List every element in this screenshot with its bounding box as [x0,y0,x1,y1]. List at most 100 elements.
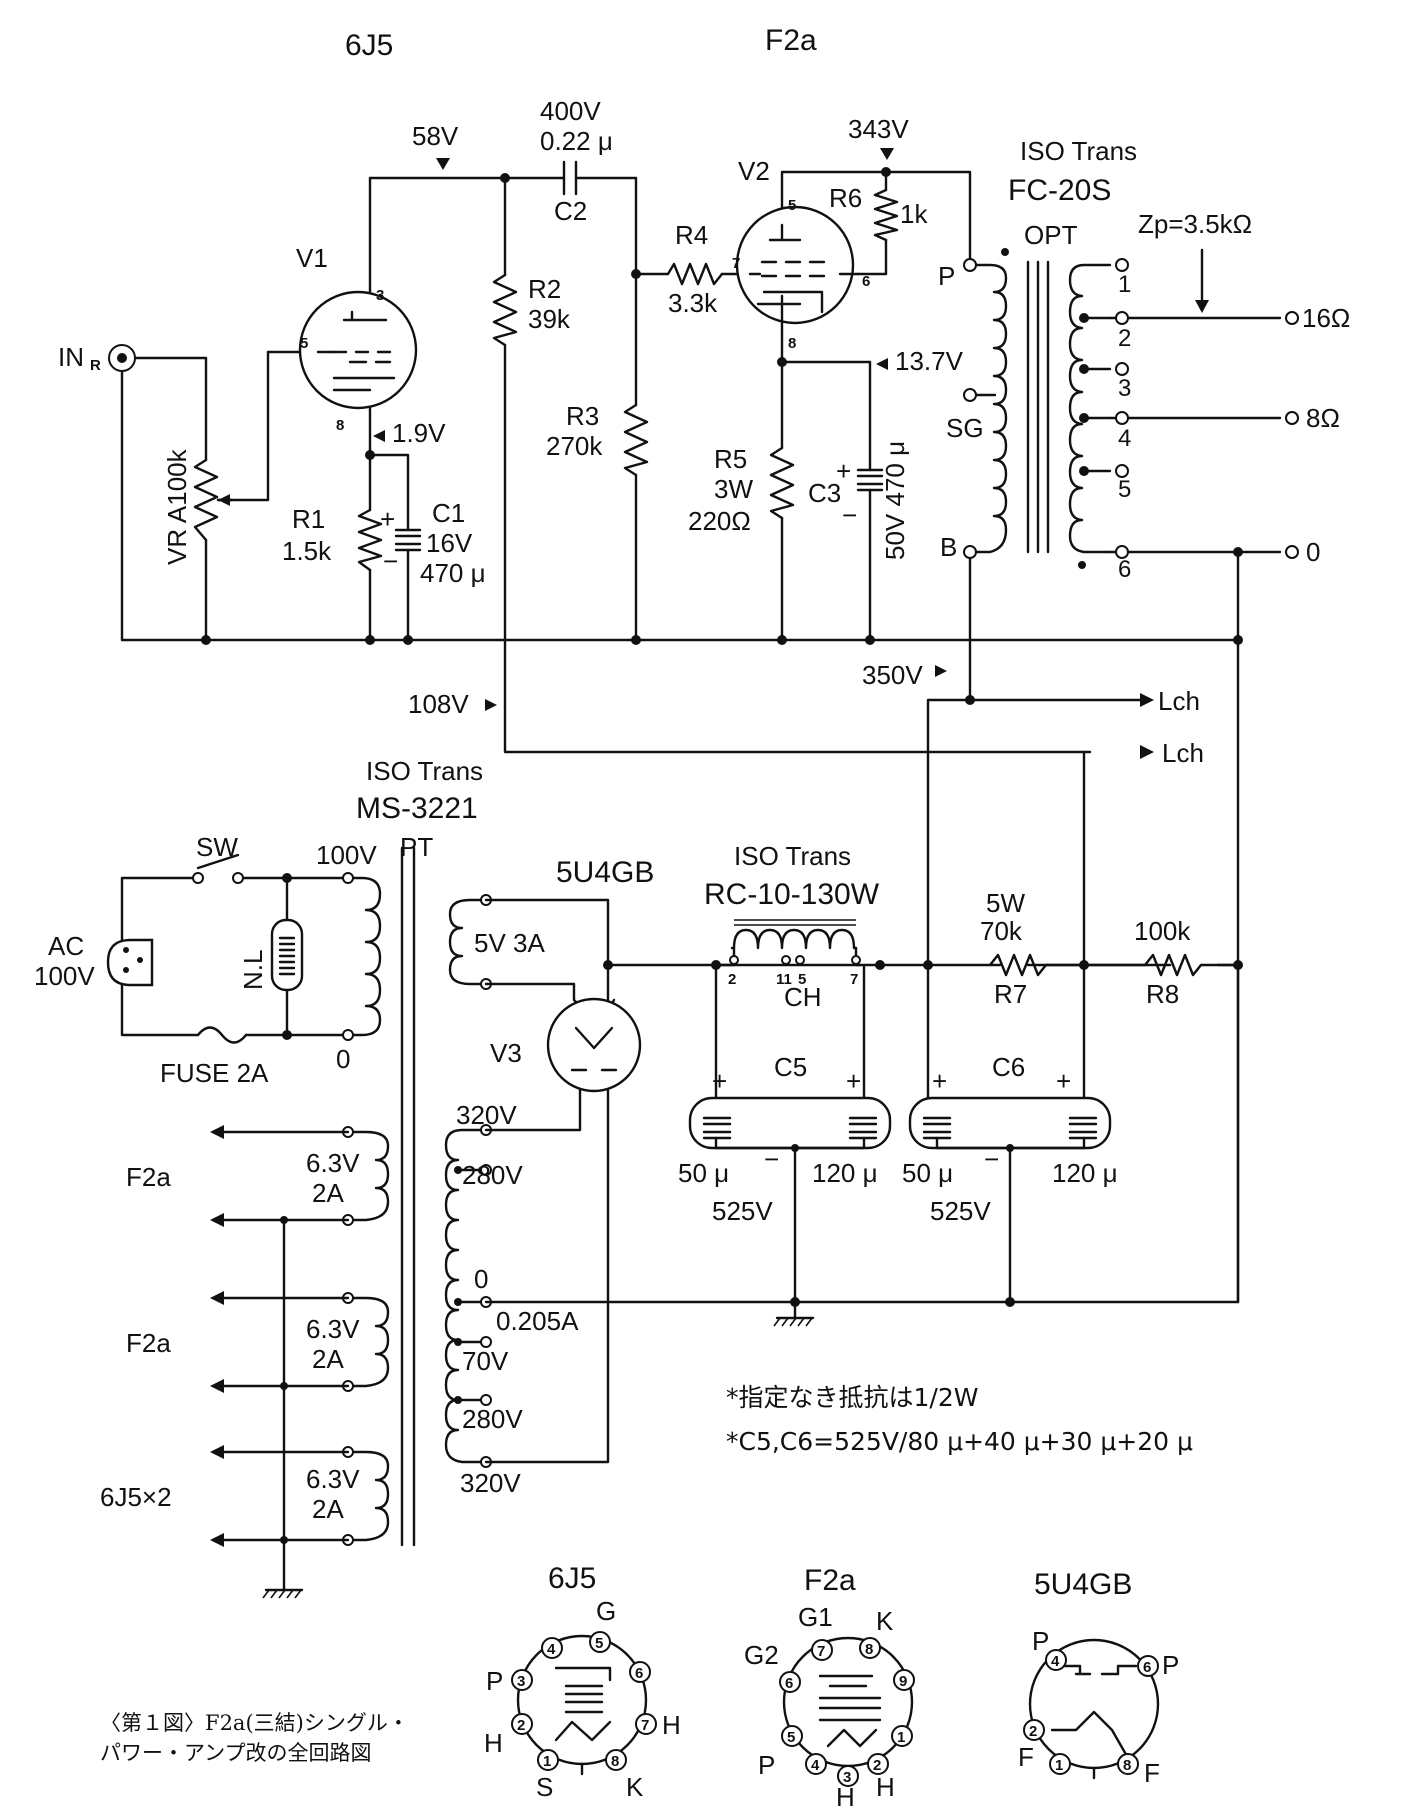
svg-text:5: 5 [788,197,796,214]
svg-text:5: 5 [300,335,308,352]
pin-f2a-label-h-right: H [876,1772,895,1802]
pin-6j5-5: 5 [595,1635,603,1652]
svg-text:6: 6 [862,273,870,290]
sw-label: SW [196,832,238,862]
caption-line-1: 〈第１図〉F2a(三結)シングル・ [100,1711,409,1735]
v2-tube [735,205,860,332]
pt-label: PT [400,832,433,862]
choke-label: CH [784,982,822,1012]
pt-maker: ISO Trans [366,756,483,786]
pt-primary-100: 100V [316,840,377,870]
svg-text:−: − [764,1144,779,1174]
pinout-6j5 [516,1634,648,1776]
choke-model: RC-10-130W [704,878,880,911]
svg-text:+: + [712,1066,727,1096]
pin-f2a-label-h-left: H [836,1782,855,1810]
heater-1-load: F2a [126,1162,171,1192]
c2-value: 0.22 μ [540,126,613,156]
heater-2-current: 2A [312,1344,344,1374]
v2-label: V2 [738,156,770,186]
heater-2-voltage: 6.3V [306,1314,360,1344]
pin-5u4gb-label-f-left: F [1018,1742,1034,1772]
pt-model: MS-3221 [356,792,478,825]
lch-output-1: Lch [1158,686,1200,716]
hv-70: 70V [462,1346,509,1376]
pt-primary-0: 0 [336,1044,350,1074]
r2-value: 39k [528,304,571,334]
hv-current: 0.205A [496,1306,579,1336]
pin-5u4gb-4: 4 [1051,1653,1060,1670]
r8-label: R8 [1146,979,1179,1009]
c2-label: C2 [554,196,587,226]
r5-label: R5 [714,444,747,474]
neon-lamp-label: N.L [238,950,268,990]
r7-value: 70k [980,916,1023,946]
svg-text:−: − [984,1144,999,1174]
svg-text:−: − [842,500,857,530]
pin-6j5-4: 4 [547,1641,556,1658]
caption-line-2: パワー・アンプ改の全回路図 [100,1741,372,1765]
opt-tap-2: 2 [1118,325,1131,352]
pin-f2a-4: 4 [811,1757,820,1774]
r6-label: R6 [829,183,862,213]
pin-6j5-label-h-right: H [662,1710,681,1740]
output-transformer [963,248,1299,569]
c6-voltage: 525V [930,1196,991,1226]
pinout-f2a-pins [779,1637,915,1787]
pin-f2a-8: 8 [865,1641,873,1658]
choke-pin-2: 2 [728,971,736,988]
svg-text:+: + [932,1066,947,1096]
c5-low: 50 μ [678,1158,729,1188]
r7-watt: 5W [986,888,1025,918]
amp-junctions [201,167,1243,705]
pin-f2a-6: 6 [785,1675,793,1692]
pin-6j5-label-g: G [596,1596,616,1626]
c1-voltage: 16V [426,528,473,558]
v2-cathode-voltage: 13.7V [895,346,964,376]
pin-5u4gb-label-p-right: P [1162,1650,1179,1680]
hv-320-bottom: 320V [460,1468,521,1498]
c5-high: 120 μ [812,1158,878,1188]
cathode-caps [394,468,884,552]
r6-value: 1k [900,199,928,229]
opt-impedance: Zp=3.5kΩ [1138,209,1252,239]
pin-f2a-label-p: P [758,1750,775,1780]
heater-1-current: 2A [312,1178,344,1208]
heater-windings [210,1125,390,1599]
pin-6j5-3: 3 [517,1673,525,1690]
r1-value: 1.5k [282,536,332,566]
ac-voltage: 100V [34,961,95,991]
choke-maker: ISO Trans [734,841,851,871]
tube-title-5u4gb: 5U4GB [556,856,654,889]
heater-3-voltage: 6.3V [306,1464,360,1494]
v1-label: V1 [296,243,328,273]
pin-5u4gb-6: 6 [1143,1659,1151,1676]
v2-plate-voltage: 343V [848,114,909,144]
opt-p: P [938,261,955,291]
voltage-arrows [373,148,947,711]
heater-3-load: 6J5×2 [100,1482,172,1512]
pinout-f2a [782,1636,914,1778]
svg-text:3: 3 [376,287,384,304]
pin-6j5-label-s: S [536,1772,553,1802]
v1-cathode-voltage: 1.9V [392,418,446,448]
r1-label: R1 [292,504,325,534]
v1-tube [298,290,418,410]
pin-5u4gb-2: 2 [1029,1723,1037,1740]
r5-value: 220Ω [688,506,751,536]
pinout-5u4gb [1028,1638,1160,1780]
v1-plate-voltage: 58V [412,121,459,151]
pin-f2a-label-g1: G1 [798,1602,833,1632]
pin-6j5-2: 2 [517,1717,525,1734]
vr-label: VR A100k [162,448,192,565]
c3-rating: 50V 470 μ [880,441,910,560]
out-0: 0 [1306,537,1320,567]
pin-6j5-1: 1 [543,1753,551,1770]
svg-text:+: + [836,456,851,486]
ac-label: AC [48,931,84,961]
lch-output-2: Lch [1162,738,1204,768]
note-resistor: *指定なき抵抗は1/2W [726,1383,978,1412]
c2-rating: 400V [540,96,601,126]
choke-pin-11: 11 [776,971,792,988]
